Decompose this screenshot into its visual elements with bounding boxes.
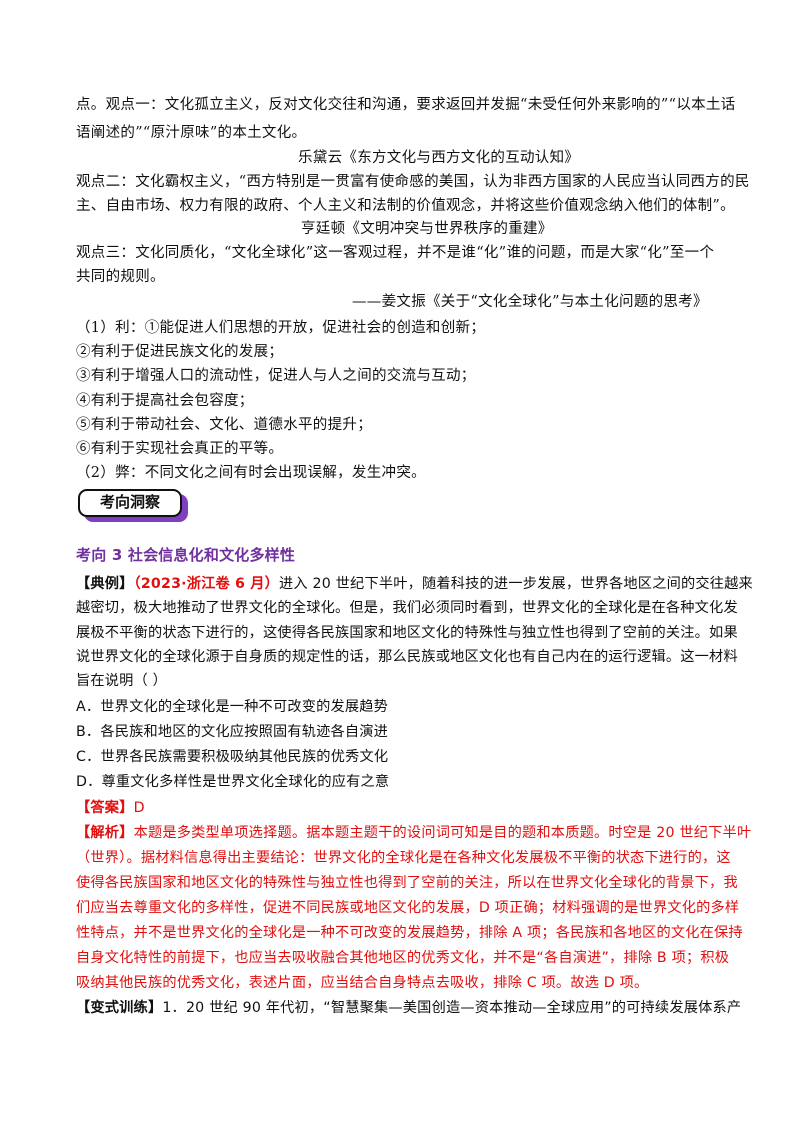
answer-line: 【答案】D (76, 798, 728, 818)
citation: ——姜文振《关于“文化全球化”与本土化问题的思考》 (352, 294, 708, 310)
analysis-tag: 【解析】 (76, 825, 134, 841)
answer-point: ③有利于增强人口的流动性，促进人与人之间的交流与互动； (76, 368, 476, 384)
practice-tag: 【变式训练】 (76, 1000, 163, 1016)
section-badge: 考向洞察 (78, 489, 190, 523)
practice-text: 1．20 世纪 90 年代初，“智慧聚集—美国创造—资本推动—全球应用”的可持续… (162, 1000, 742, 1016)
analysis-text: 使得各民族国家和地区文化的特殊性与独立性也得到了空前的关注，所以在世界文化全球化… (76, 875, 738, 891)
analysis-text: 们应当去尊重文化的多样性，促进不同民族或地区文化的发展，D 项正确；材料强调的是… (76, 900, 740, 916)
answer-point: ②有利于促进民族文化的发展； (76, 344, 284, 360)
option-a: A．世界文化的全球化是一种不可改变的发展趋势 (76, 699, 389, 715)
option-b: B．各民族和地区的文化应按照固有轨迹各自演进 (76, 724, 389, 740)
analysis-text: 吸纳其他民族的优秀文化，表述片面，应当结合自身特点去吸收，排除 C 项。故选 D… (76, 975, 649, 991)
answer-point: ⑥有利于实现社会真正的平等。 (76, 441, 284, 457)
badge-label: 考向洞察 (78, 489, 182, 517)
answer-tag: 【答案】 (76, 800, 134, 816)
example-text: 旨在说明（ ） (76, 673, 168, 689)
answer-point: ⑤有利于带动社会、文化、道德水平的提升； (76, 417, 372, 433)
viewpoint-text: 主、自由市场、权力有限的政府、个人主义和法制的价值观念，并将这些价值观念纳入他们… (76, 198, 735, 214)
option-c: C．世界各民族需要积极吸纳其他民族的优秀文化 (76, 749, 389, 765)
example-text: 进入 20 世纪下半叶，随着科技的进一步发展，世界各地区之间的交往越来 (279, 576, 753, 592)
analysis-text: 性特点，并不是世界文化的全球化是一种不可改变的发展趋势，排除 A 项；各民族和各… (76, 925, 743, 941)
example-text: 说世界文化的全球化源于自身质的规定性的话，那么民族或地区文化也有自己内在的运行逻… (76, 649, 738, 665)
example-text: 展极不平衡的状态下进行的，这使得各民族国家和地区文化的特殊性与独立性也得到了空前… (76, 625, 738, 641)
analysis-text: （世界）。据材料信息得出主要结论：世界文化的全球化是在各种文化发展极不平衡的状态… (76, 850, 731, 866)
example-text: 越密切，极大地推动了世界文化的全球化。但是，我们必须同时看到，世界文化的全球化是… (76, 600, 738, 616)
citation: 乐黛云《东方文化与西方文化的互动认知》 (298, 150, 580, 166)
option-d: D．尊重文化多样性是世界文化全球化的应有之意 (76, 774, 390, 790)
viewpoint-text: 观点二：文化霸权主义，“西方特别是一贯富有使命感的美国，认为非西方国家的人民应当… (76, 174, 750, 190)
viewpoint-text: 点。观点一：文化孤立主义，反对文化交往和沟通，要求返回并发掘“未受任何外来影响的… (76, 97, 736, 113)
answer-value: D (133, 800, 145, 816)
example-line: 【典例】（2023·浙江卷 6 月）进入 20 世纪下半叶，随着科技的进一步发展… (76, 574, 753, 594)
example-source: （2023·浙江卷 6 月） (133, 576, 280, 592)
viewpoint-text: 共同的规则。 (76, 269, 165, 285)
section-title: 考向 3 社会信息化和文化多样性 (76, 546, 296, 564)
viewpoint-text: 观点三：文化同质化，“文化全球化”这一客观过程，并不是谁“化”谁的问题，而是大家… (76, 245, 715, 261)
analysis-line: 【解析】本题是多类型单项选择题。据本题主题干的设问词可知是目的题和本质题。时空是… (76, 823, 751, 843)
analysis-text: 自身文化特性的前提下，也应当去吸收融合其他地区的优秀文化，并不是“各自演进”，排… (76, 950, 730, 966)
answer-point: ④有利于提高社会包容度； (76, 393, 254, 409)
answer-point: （2）弊：不同文化之间有时会出现误解，发生冲突。 (76, 465, 426, 481)
analysis-text: 本题是多类型单项选择题。据本题主题干的设问词可知是目的题和本质题。时空是 20 … (133, 825, 752, 841)
example-tag: 【典例】 (76, 576, 134, 592)
citation: 亨廷顿《文明冲突与世界秩序的重建》 (301, 221, 553, 237)
viewpoint-text: 语阐述的”“原汁原味”的本土文化。 (76, 125, 307, 141)
practice-line: 【变式训练】1．20 世纪 90 年代初，“智慧聚集—美国创造—资本推动—全球应… (76, 998, 741, 1018)
answer-point: （1）利：①能促进人们思想的开放，促进社会的创造和创新； (76, 320, 486, 336)
